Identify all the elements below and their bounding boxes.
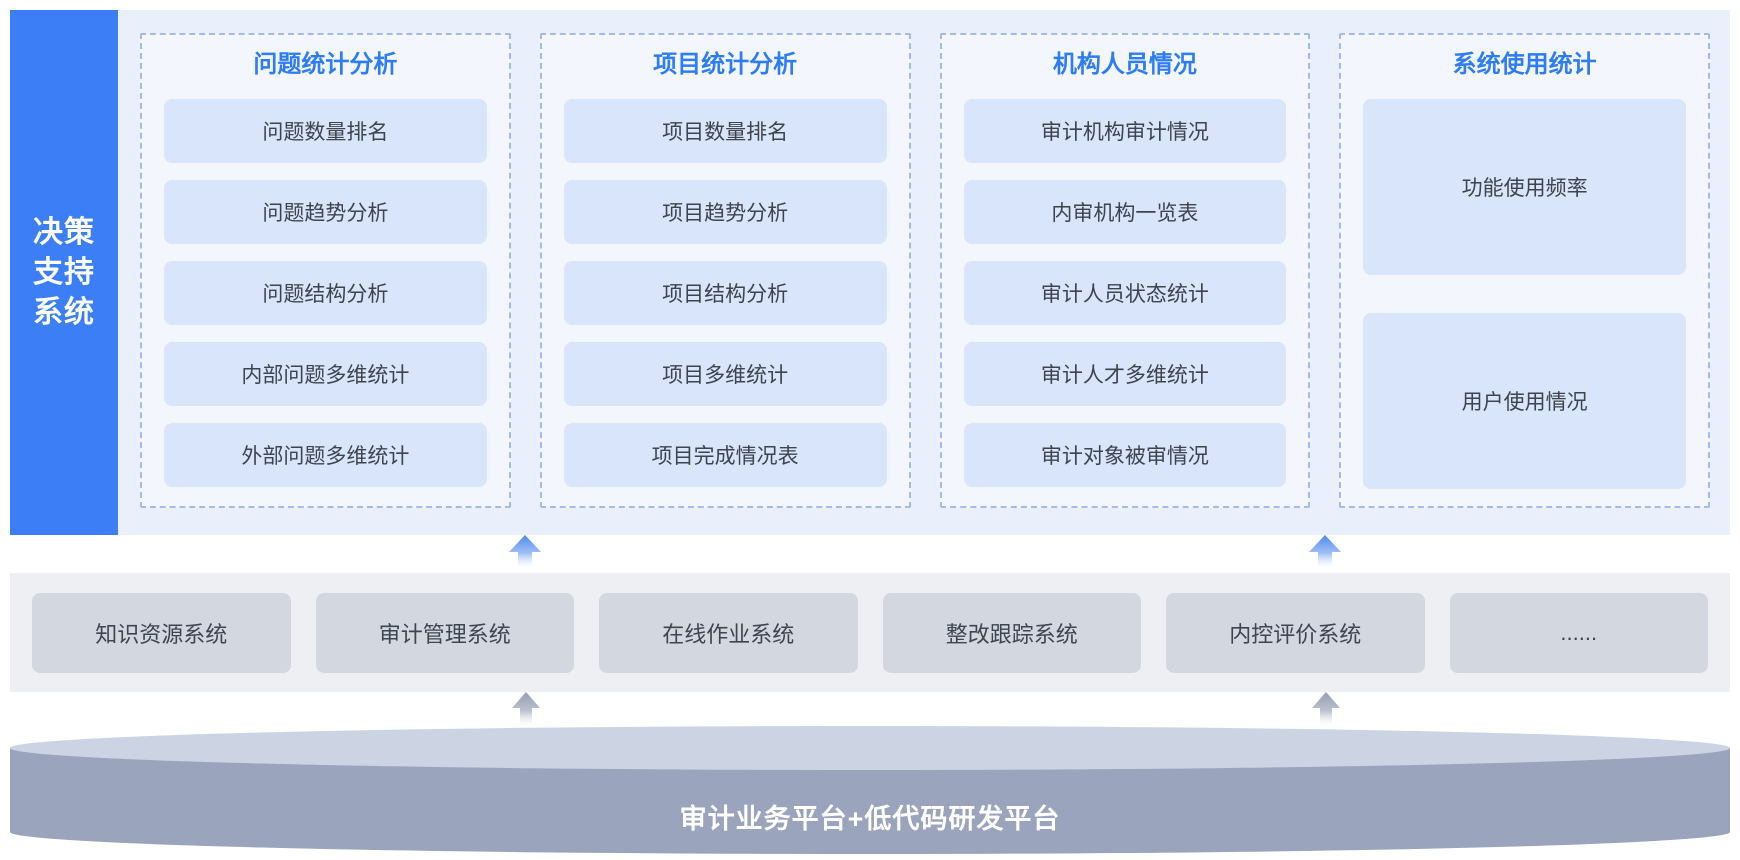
subsystem-box: 内控评价系统 bbox=[1166, 592, 1425, 673]
up-arrow-icon bbox=[509, 535, 541, 568]
platform-title: 审计业务平台+低代码研发平台 bbox=[679, 804, 1061, 834]
category-panel-2: 项目统计分析项目数量排名项目趋势分析项目结构分析项目多维统计项目完成情况表 bbox=[539, 33, 911, 508]
up-arrow-icon bbox=[510, 692, 542, 726]
category-item: 审计对象被审情况 bbox=[963, 423, 1287, 487]
category-item: 功能使用频率 bbox=[1363, 99, 1686, 275]
sidebar-title-line: 系统 bbox=[33, 295, 95, 329]
category-item: 项目完成情况表 bbox=[563, 423, 887, 487]
decision-support-sidebar: 决策 支持 系统 bbox=[10, 10, 118, 535]
subsystem-box: 审计管理系统 bbox=[315, 592, 574, 673]
category-item: 审计机构审计情况 bbox=[963, 99, 1287, 163]
sidebar-title-line: 决策 bbox=[33, 215, 95, 249]
category-item-list: 功能使用频率用户使用情况 bbox=[1363, 99, 1686, 489]
platform-cylinder: 审计业务平台+低代码研发平台 bbox=[10, 725, 1730, 855]
category-item-list: 审计机构审计情况内审机构一览表审计人员状态统计审计人才多维统计审计对象被审情况 bbox=[963, 99, 1287, 487]
category-item: 用户使用情况 bbox=[1363, 313, 1686, 489]
category-title: 系统使用统计 bbox=[1452, 51, 1597, 78]
category-item: 内部问题多维统计 bbox=[164, 342, 487, 406]
categories: 问题统计分析问题数量排名问题趋势分析问题结构分析内部问题多维统计外部问题多维统计… bbox=[118, 10, 1730, 535]
category-item-list: 项目数量排名项目趋势分析项目结构分析项目多维统计项目完成情况表 bbox=[563, 99, 887, 487]
sidebar-title-line: 支持 bbox=[33, 255, 95, 289]
category-item: 审计人员状态统计 bbox=[963, 261, 1287, 325]
decision-support-section: 决策 支持 系统 问题统计分析问题数量排名问题趋势分析问题结构分析内部问题多维统… bbox=[10, 10, 1730, 535]
subsystem-box: 知识资源系统 bbox=[32, 592, 291, 673]
category-item: 项目多维统计 bbox=[563, 342, 887, 406]
subsystem-box: ...... bbox=[1449, 592, 1708, 673]
category-title: 问题统计分析 bbox=[253, 51, 398, 78]
up-arrow-icon bbox=[1309, 535, 1341, 568]
category-title: 机构人员情况 bbox=[1052, 51, 1197, 78]
category-panel-1: 问题统计分析问题数量排名问题趋势分析问题结构分析内部问题多维统计外部问题多维统计 bbox=[140, 33, 511, 508]
category-item: 内审机构一览表 bbox=[963, 180, 1287, 244]
category-title: 项目统计分析 bbox=[653, 51, 798, 78]
category-item: 审计人才多维统计 bbox=[963, 342, 1287, 406]
category-item: 问题数量排名 bbox=[164, 99, 487, 163]
category-panel-3: 机构人员情况审计机构审计情况内审机构一览表审计人员状态统计审计人才多维统计审计对… bbox=[939, 33, 1311, 508]
subsystem-box: 整改跟踪系统 bbox=[882, 592, 1141, 673]
category-item: 项目结构分析 bbox=[563, 261, 887, 325]
category-item: 项目数量排名 bbox=[563, 99, 887, 163]
category-item: 问题结构分析 bbox=[164, 261, 487, 325]
category-item-list: 问题数量排名问题趋势分析问题结构分析内部问题多维统计外部问题多维统计 bbox=[164, 99, 487, 487]
subsystems-row: 知识资源系统审计管理系统在线作业系统整改跟踪系统内控评价系统...... bbox=[10, 573, 1730, 692]
subsystem-box: 在线作业系统 bbox=[599, 592, 858, 673]
up-arrow-icon bbox=[1310, 692, 1342, 726]
category-item: 外部问题多维统计 bbox=[164, 423, 487, 487]
category-item: 问题趋势分析 bbox=[164, 180, 487, 244]
category-item: 项目趋势分析 bbox=[563, 180, 887, 244]
category-panel-4: 系统使用统计功能使用频率用户使用情况 bbox=[1339, 33, 1710, 508]
